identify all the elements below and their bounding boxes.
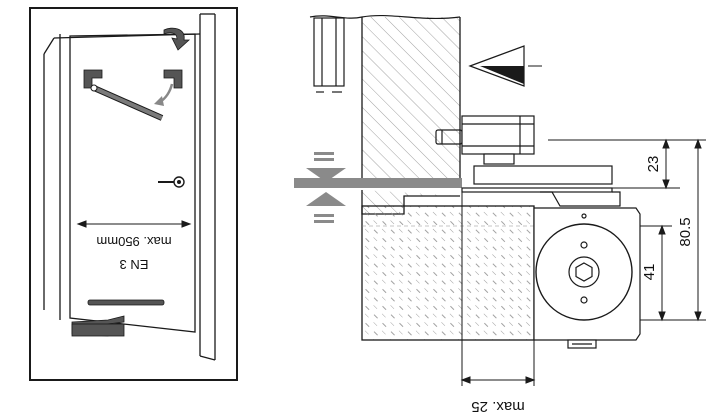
arm-pivot xyxy=(90,84,98,92)
closer-bracket-right xyxy=(163,69,183,89)
dimension-lines xyxy=(460,138,706,386)
door-leaf xyxy=(69,33,196,333)
wall-section-top xyxy=(362,17,460,180)
frame-post xyxy=(313,17,345,93)
door-handle xyxy=(158,176,185,188)
door-width-label: max. 950mm xyxy=(96,234,171,249)
door-class-label: EN 3 xyxy=(120,257,149,272)
door-front-view: max. 950mm EN 3 xyxy=(29,7,238,381)
closer-bracket-left xyxy=(83,69,103,89)
dimension-41-label: 41 xyxy=(641,264,658,281)
curved-arrow-icon xyxy=(163,27,191,51)
dimension-23-label: 23 xyxy=(645,156,662,173)
direction-arrow-icon xyxy=(468,45,542,87)
left-panel-border xyxy=(29,7,238,381)
door-leaf-section xyxy=(294,178,462,188)
dimension-80-5-label: 80.5 xyxy=(677,217,694,246)
dimension-max-25-label: max. 25 xyxy=(471,398,524,413)
closer-body xyxy=(533,207,641,349)
bottom-rail xyxy=(87,299,165,306)
gap-indicator-icon xyxy=(306,152,346,223)
closer-top-plate xyxy=(461,165,621,207)
door-width-dimension xyxy=(76,220,192,228)
floor-section xyxy=(361,205,535,341)
break-line xyxy=(309,14,461,20)
section-detail-view: 23 80.5 41 max. 25 xyxy=(294,14,706,413)
bolt-pin xyxy=(435,115,535,165)
